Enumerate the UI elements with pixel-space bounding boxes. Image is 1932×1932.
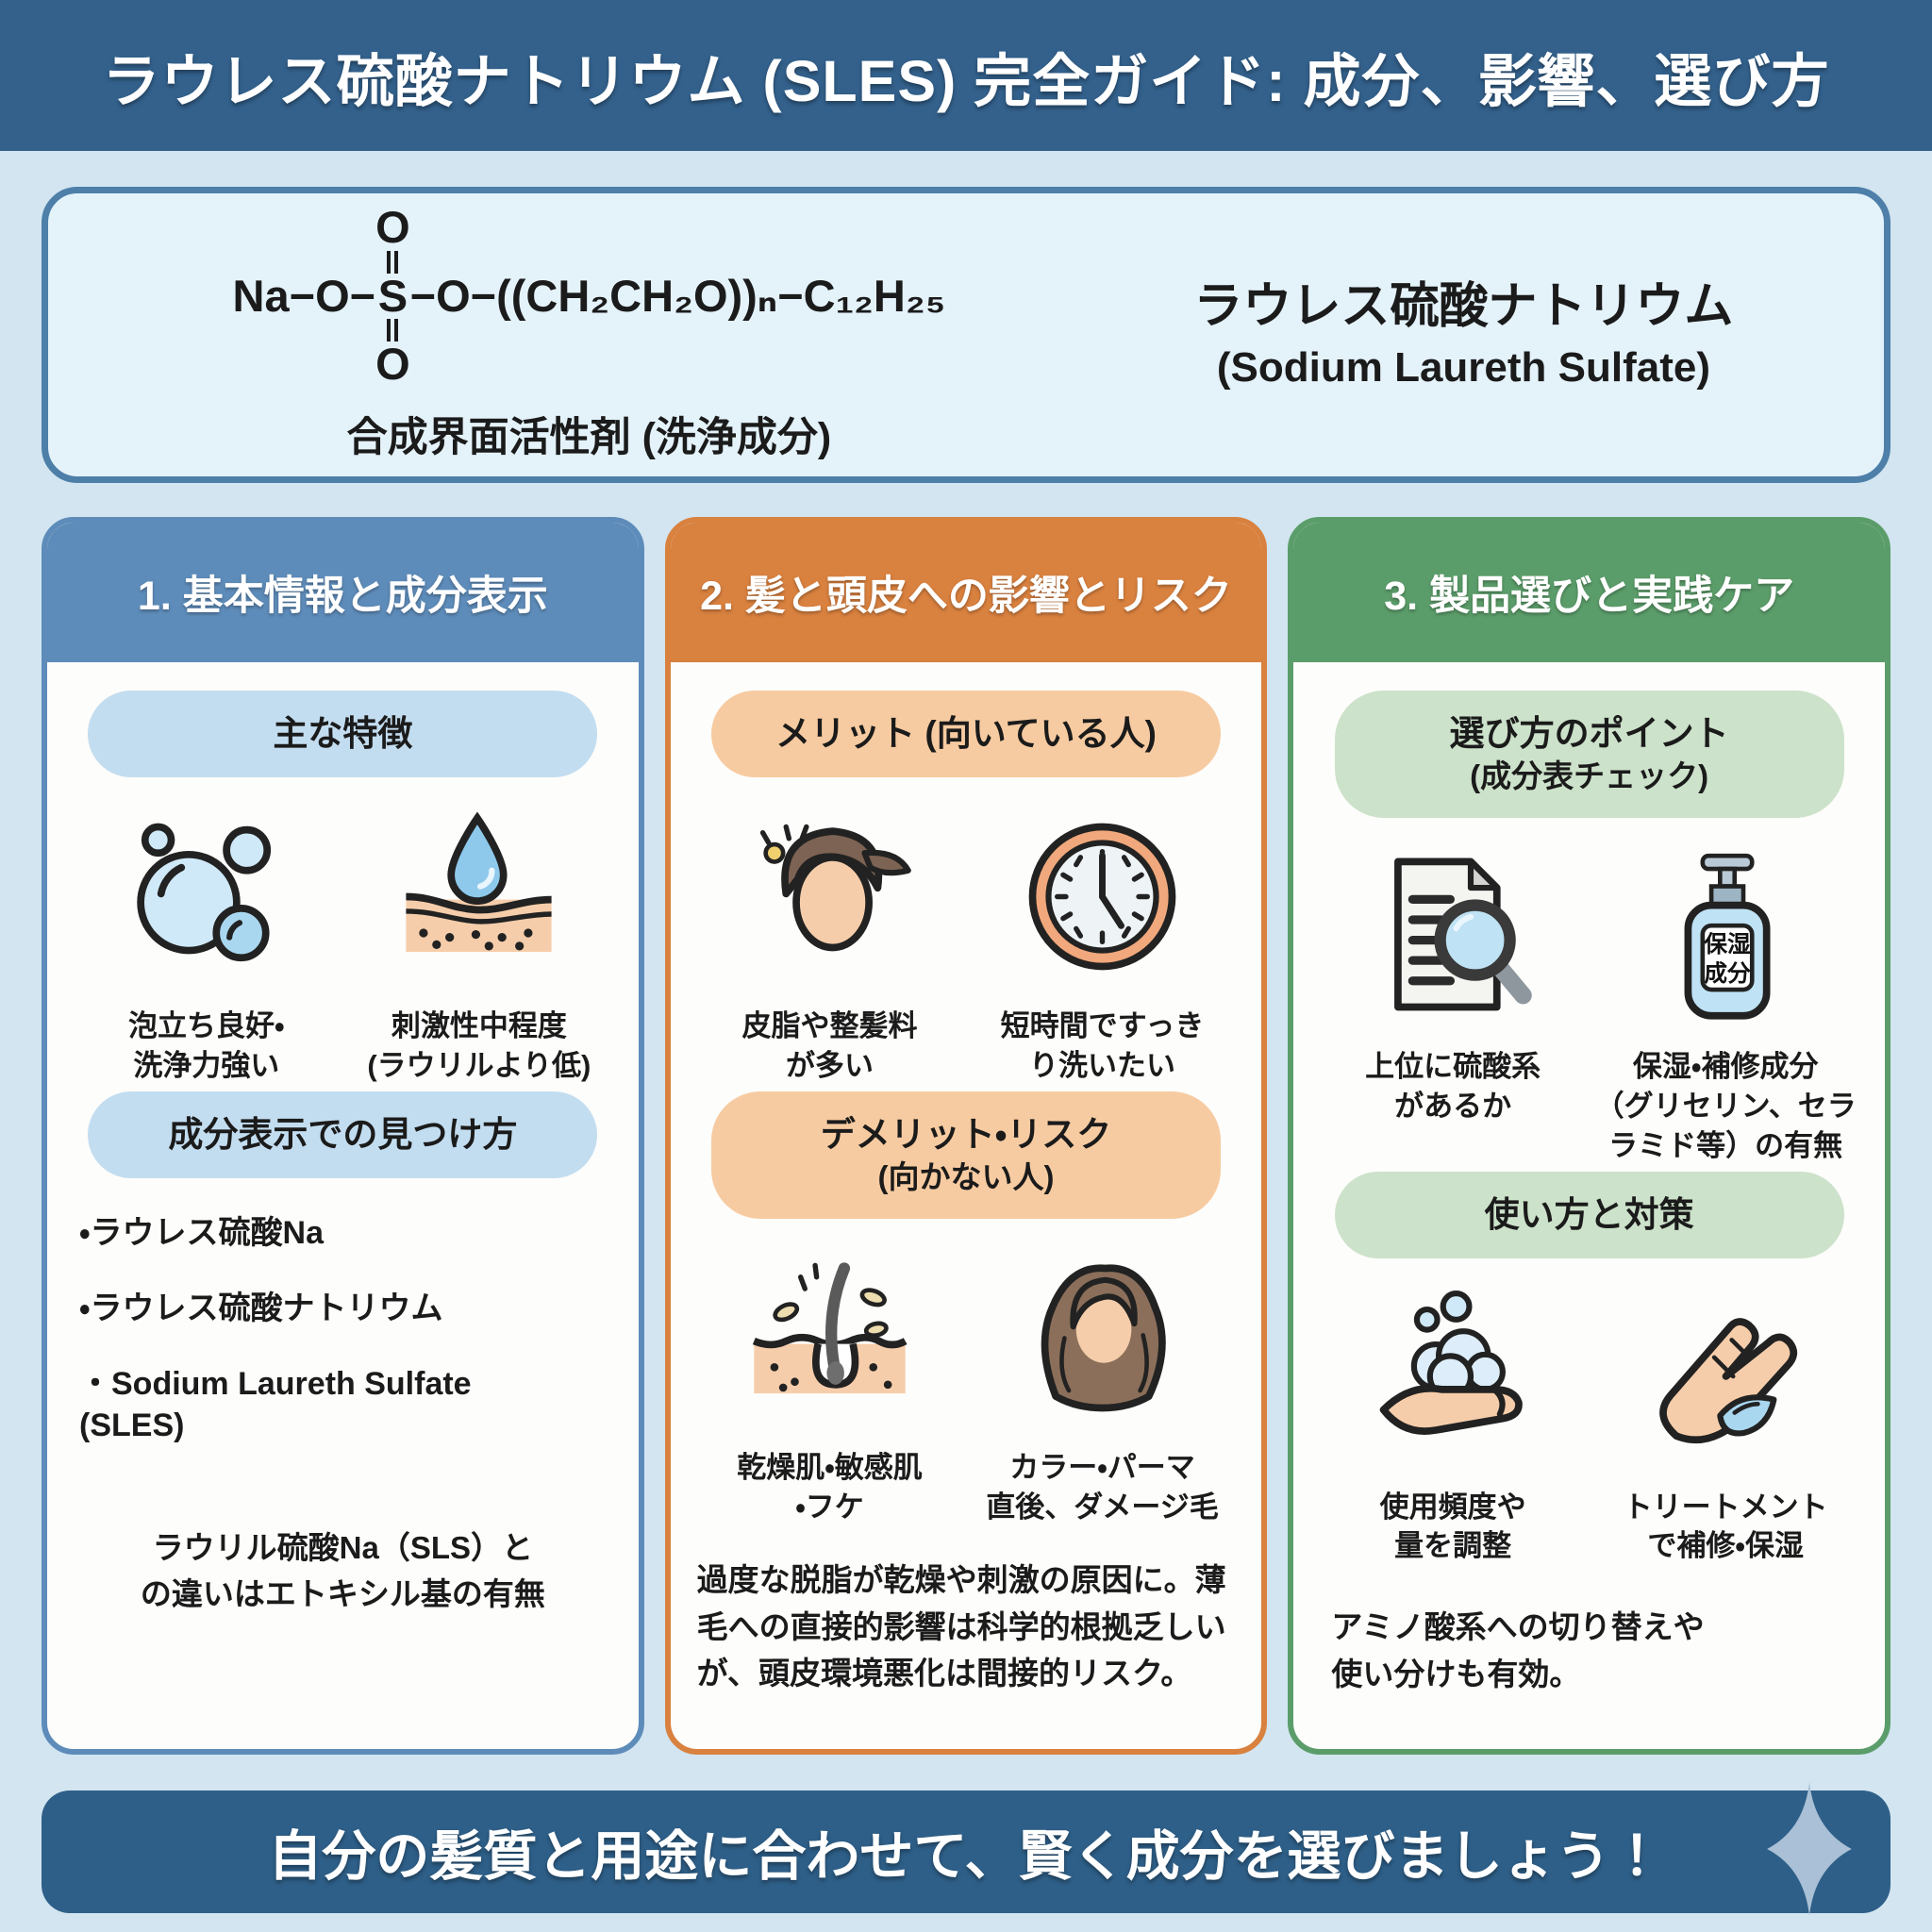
feature-item: 刺激性中程度 (ラウリルより低) (348, 809, 610, 1086)
feature-caption: 刺激性中程度 (ラウリルより低) (367, 1009, 591, 1082)
column-1-body: 主な特徴 泡立ち良好・ 洗浄力強い (47, 662, 639, 1749)
feature-item: 泡立ち良好・ 洗浄力強い (75, 809, 338, 1086)
content-columns: 1. 基本情報と成分表示 主な特徴 (42, 517, 1891, 1755)
feature-caption: 短時間ですっき り洗いたい (1000, 1009, 1205, 1082)
footer-banner: 自分の髪質と用途に合わせて、賢く成分を選びましょう！ (42, 1782, 1890, 1916)
chemical-formula-block: Na−O− O S O −O−((CH₂CH₂O))ₙ−C₁₂H₂₅ 合成界面活… (92, 202, 1087, 463)
feature-row: 上位に硫酸系 があるか 保湿 成分 保湿・ (1318, 850, 1860, 1166)
section-title: 成分表示での見つけ方 (168, 1114, 518, 1154)
section-pill-choosing: 選び方のポイント (成分表チェック) (1334, 691, 1844, 818)
compound-names: ラウレス硫酸ナトリウム (Sodium Laureth Sulfate) (1087, 276, 1840, 393)
section-pill-merits: メリット (向いている人) (710, 691, 1222, 778)
treatment-hand-icon (1639, 1291, 1813, 1465)
oxygen-bottom: O (375, 339, 410, 390)
section-pill-main-features: 主な特徴 (88, 691, 598, 778)
feature-item: 使用頻度や 量を調整 (1322, 1290, 1584, 1567)
bottle-label-line1: 保湿 (1703, 931, 1751, 958)
column-product-care: 3. 製品選びと実践ケア 選び方のポイント (成分表チェック) (1288, 517, 1891, 1755)
column-2-body: メリット (向いている人) 皮脂や整髪料 が多い (671, 662, 1262, 1749)
formula-card: Na−O− O S O −O−((CH₂CH₂O))ₙ−C₁₂H₂₅ 合成界面活… (42, 187, 1890, 483)
column-basic-info: 1. 基本情報と成分表示 主な特徴 (42, 517, 644, 1755)
foam-hand-icon (1366, 1290, 1541, 1465)
list-item: ・ラウレス硫酸Na (79, 1214, 325, 1251)
moisturizer-bottle-icon: 保湿 成分 (1639, 850, 1813, 1024)
feature-item: 上位に硫酸系 があるか (1322, 850, 1584, 1126)
section-pill-label-finding: 成分表示での見つけ方 (88, 1091, 598, 1178)
bottle-label-line2: 成分 (1704, 960, 1751, 987)
feature-row: 乾燥肌・敏感肌 ・フケ カラー・パーマ 直後、ダメージ毛 (695, 1251, 1238, 1527)
bubbles-icon (119, 809, 293, 984)
oily-head-icon (742, 809, 917, 984)
oxygen-top: O (375, 202, 410, 253)
column-3-body: 選び方のポイント (成分表チェック) (1293, 662, 1885, 1749)
section-title: 選び方のポイント (1449, 714, 1729, 753)
column-1-note: ラウリル硫酸Na（SLS）と の違いはエトキシル基の有無 (140, 1529, 545, 1612)
ingredient-check-icon (1366, 850, 1541, 1024)
column-effects-risks: 2. 髪と頭皮への影響とリスク メリット (向いている人) (664, 517, 1268, 1755)
sulfur-atom: S (377, 270, 408, 321)
section-subtitle: (成分表チェック) (1470, 758, 1709, 794)
hair-follicle-icon (742, 1251, 917, 1425)
page-title: ラウレス硫酸ナトリウム (SLES) 完全ガイド: 成分、影響、選び方 (102, 48, 1830, 113)
section-title: メリット (向いている人) (775, 714, 1157, 753)
feature-caption: トリートメント で補修・保湿 (1623, 1490, 1828, 1563)
sparkle-icon (1757, 1775, 1862, 1923)
feature-caption: 保湿・補修成分 （グリセリン、セラ ラミド等）の有無 (1594, 1049, 1857, 1162)
feature-item: 保湿 成分 保湿・補修成分 （グリセリン、セラ ラミド等）の有無 (1594, 850, 1857, 1166)
chemical-formula: Na−O− O S O −O−((CH₂CH₂O))ₙ−C₁₂H₂₅ (232, 202, 946, 390)
damaged-hair-icon (1015, 1251, 1190, 1425)
column-1-header: 1. 基本情報と成分表示 (47, 523, 639, 662)
droplet-skin-icon (391, 809, 566, 984)
feature-item: カラー・パーマ 直後、ダメージ毛 (972, 1251, 1234, 1527)
section-title: デメリット・リスク (820, 1114, 1112, 1154)
section-pill-demerits: デメリット・リスク (向かない人) (710, 1091, 1222, 1219)
feature-row: 皮脂や整髪料 が多い (695, 809, 1238, 1086)
formula-caption: 合成界面活性剤 (洗浄成分) (346, 414, 832, 460)
double-bond-top (387, 250, 399, 274)
compound-name-en: (Sodium Laureth Sulfate) (1216, 344, 1710, 391)
feature-caption: 上位に硫酸系 があるか (1365, 1049, 1541, 1123)
section-title: 主な特徴 (273, 714, 413, 753)
column-2-header: 2. 髪と頭皮への影響とリスク (670, 523, 1262, 662)
feature-item: 短時間ですっき り洗いたい (972, 809, 1234, 1086)
list-item: ・ラウレス硫酸ナトリウム (79, 1291, 443, 1327)
feature-item: 皮脂や整髪料 が多い (699, 809, 961, 1086)
formula-right-text: −O−((CH₂CH₂O))ₙ−C₁₂H₂₅ (409, 270, 946, 321)
sulfur-stack: O S O (375, 202, 410, 390)
formula-left-text: Na−O− (232, 271, 376, 322)
feature-row: 使用頻度や 量を調整 トリートメント で補修・保湿 (1318, 1290, 1860, 1567)
feature-caption: 使用頻度や 量を調整 (1379, 1490, 1526, 1563)
feature-caption: カラー・パーマ 直後、ダメージ毛 (986, 1450, 1219, 1524)
ingredient-name-list: ・ラウレス硫酸Na ・ラウレス硫酸ナトリウム ・Sodium Laureth S… (72, 1212, 614, 1481)
column-3-note: アミノ酸系への切り替えや 使い分けも有効。 (1331, 1609, 1705, 1691)
footer-message: 自分の髪質と用途に合わせて、賢く成分を選びましょう！ (268, 1826, 1664, 1887)
clock-icon (1015, 809, 1190, 984)
page-header: ラウレス硫酸ナトリウム (SLES) 完全ガイド: 成分、影響、選び方 (0, 0, 1932, 151)
section-subtitle: (向かない人) (877, 1158, 1055, 1194)
feature-item: 乾燥肌・敏感肌 ・フケ (699, 1251, 961, 1527)
column-2-note: 過度な脱脂が乾燥や刺激の原因に。薄毛への直接的影響は科学的根拠乏しいが、頭皮環境… (696, 1562, 1226, 1691)
feature-row: 泡立ち良好・ 洗浄力強い (72, 809, 614, 1086)
section-title: 使い方と対策 (1484, 1194, 1694, 1234)
list-item: ・Sodium Laureth Sulfate (SLES) (79, 1366, 472, 1444)
double-bond-bottom (387, 319, 399, 342)
feature-caption: 泡立ち良好・ 洗浄力強い (128, 1009, 285, 1082)
compound-name-ja: ラウレス硫酸ナトリウム (1193, 279, 1734, 334)
feature-caption: 乾燥肌・敏感肌 ・フケ (737, 1450, 923, 1524)
column-3-header: 3. 製品選びと実践ケア (1293, 523, 1886, 662)
feature-caption: 皮脂や整髪料 が多い (741, 1009, 918, 1082)
section-pill-usage: 使い方と対策 (1334, 1171, 1844, 1258)
feature-item: トリートメント で補修・保湿 (1594, 1291, 1857, 1567)
